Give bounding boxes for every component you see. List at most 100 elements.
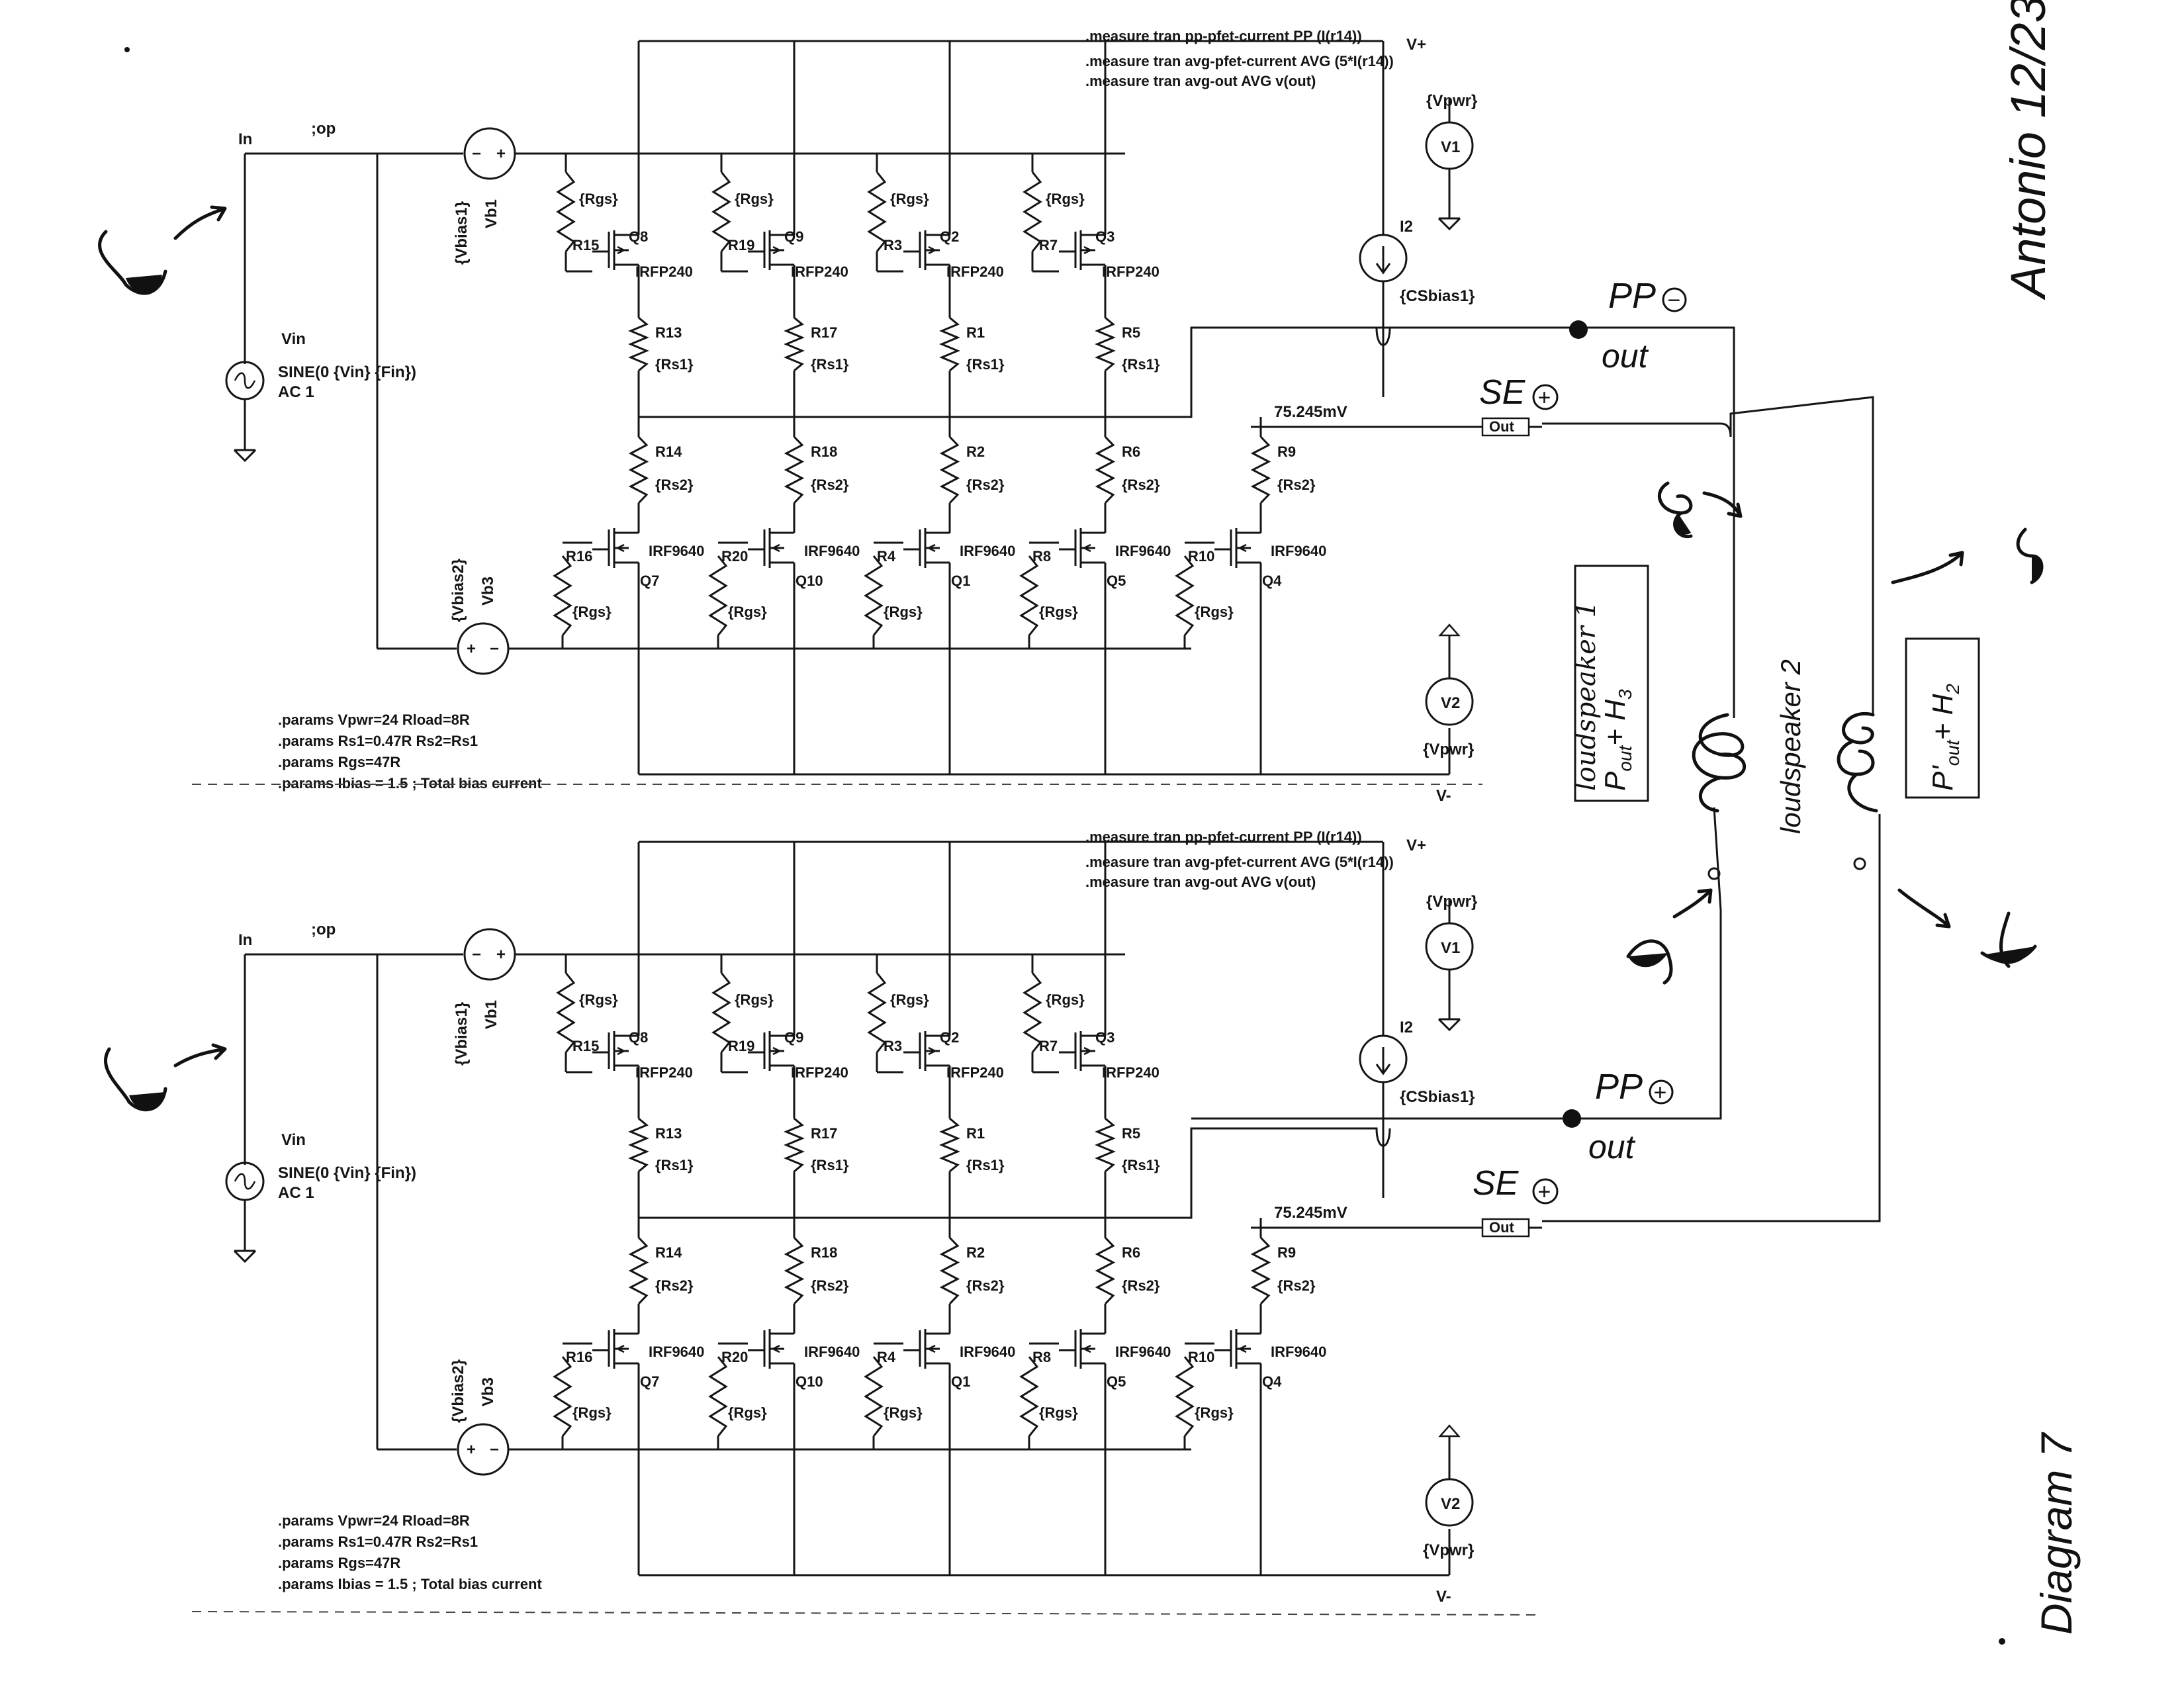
vb3-label: Vb3 [479, 1377, 497, 1406]
rgs-label: {Rgs} [572, 1404, 612, 1421]
diagram-label: Diagram 7 [2032, 1432, 2081, 1635]
pp-plus-node [1563, 1109, 1581, 1128]
p-mosfet [592, 1329, 629, 1369]
source-resistor [1250, 1236, 1271, 1305]
p-mosfet [748, 528, 784, 568]
part-label: IRF9640 [649, 1344, 704, 1360]
rs2-label: {Rs2} [966, 1277, 1005, 1294]
pp-bottom-label: PP [1595, 1067, 1643, 1107]
arrow-icon [1672, 888, 1713, 919]
fet-label: Q4 [1262, 1373, 1282, 1390]
p-mosfet [592, 528, 629, 568]
vb1-label: Vb1 [482, 199, 500, 228]
p-mosfet [1059, 528, 1095, 568]
separator-line [191, 1611, 1543, 1616]
box2-pout-h2-label: P'out+ H2 [1927, 684, 1963, 791]
arrow-icon [1891, 551, 1964, 584]
part-label: IRF9640 [649, 543, 704, 559]
measure-line-1: .measure tran pp-pfet-current PP (I(r14)… [1085, 28, 1362, 44]
rgs-label: {Rgs} [572, 604, 612, 620]
source-resistor [784, 1117, 805, 1173]
p-mosfet [903, 1329, 940, 1369]
minus-sign: − [490, 640, 499, 658]
part-label: IRFP240 [946, 1064, 1004, 1081]
arrow-mark [1082, 543, 1091, 553]
sine-icon [234, 1173, 256, 1190]
csbias-label: {CSbias1} [1400, 1088, 1475, 1106]
rs1-label: {Rs1} [811, 1157, 849, 1173]
part-label: IRFP240 [635, 263, 693, 280]
n-mosfet [1059, 1031, 1095, 1071]
p-mosfet [748, 1329, 784, 1369]
vbias2-source-icon [457, 1423, 510, 1476]
scan-dot [124, 47, 130, 52]
source-resistor [1095, 1236, 1116, 1305]
source-resistor [939, 316, 960, 372]
se-bottom-label: SE [1473, 1164, 1520, 1203]
source-resistor [939, 1236, 960, 1305]
vpwr-label: {Vpwr} [1423, 1541, 1474, 1559]
part-label: IRFP240 [1102, 1064, 1160, 1081]
arrow-icon [1438, 1424, 1461, 1438]
fet-label: Q8 [629, 228, 648, 245]
params-line-4: .params Ibias = 1.5 ; Total bias current [278, 1576, 542, 1592]
gate-resistor-label: R3 [884, 237, 902, 253]
vbias2-label: {Vbias2} [449, 559, 467, 622]
rs1-label: {Rs1} [1122, 1157, 1160, 1173]
gate-resistor-label: R10 [1188, 1349, 1214, 1365]
gate-resistor-label: R16 [566, 1349, 592, 1365]
fet-label: Q7 [640, 572, 659, 589]
arrow-icon [1375, 246, 1391, 275]
fet-label: Q2 [940, 1029, 959, 1046]
source-resistor-label: R13 [655, 324, 682, 341]
source-resistor-label: R13 [655, 1125, 682, 1142]
loudspeaker1-label-visible: loudspeaker 1 [1571, 601, 1602, 791]
gate-resistor-label: R10 [1188, 548, 1214, 565]
part-label: IRF9640 [1115, 543, 1171, 559]
n-mosfet [903, 230, 940, 270]
source-resistor [939, 1117, 960, 1173]
params-line-1: .params Vpwr=24 Rload=8R [278, 711, 470, 728]
minus-sign: − [472, 946, 481, 964]
part-label: IRF9640 [1115, 1344, 1171, 1360]
measure-line-2: .measure tran avg-pfet-current AVG (5*I(… [1085, 53, 1394, 69]
params-line-3: .params Rgs=47R [278, 754, 400, 770]
n-mosfet [592, 230, 629, 270]
waveform-icon [98, 230, 167, 295]
vminus-label: V- [1436, 1588, 1451, 1606]
arrow-mark [772, 246, 782, 255]
ground-icon [1437, 1006, 1461, 1032]
part-label: IRF9640 [1271, 1344, 1326, 1360]
gate-resistor [864, 1356, 884, 1437]
gate-resistor [708, 555, 728, 636]
part-label: IRF9640 [1271, 543, 1326, 559]
arrow-mark [772, 1046, 782, 1056]
vpwr-label: {Vpwr} [1423, 741, 1474, 758]
vin-label: Vin [281, 330, 306, 348]
arrow-mark [928, 1046, 937, 1056]
rgs-label: {Rgs} [1046, 191, 1085, 207]
gate-resistor-label: R7 [1039, 1038, 1058, 1054]
v2-label: V2 [1441, 1495, 1460, 1513]
gate-resistor [1175, 555, 1195, 636]
in-label: In [238, 130, 252, 148]
plus-sign: + [496, 946, 506, 964]
gate-resistor-label: R8 [1032, 548, 1051, 565]
source-resistor-label: R18 [811, 443, 837, 460]
sine-icon [234, 372, 256, 389]
n-mosfet [592, 1031, 629, 1071]
p-mosfet [1214, 1329, 1251, 1369]
rgs-label: {Rgs} [579, 191, 618, 207]
vin-label: Vin [281, 1131, 306, 1149]
gate-resistor [1019, 1356, 1039, 1437]
params-line-2: .params Rs1=0.47R Rs2=Rs1 [278, 733, 478, 749]
part-label: IRF9640 [960, 543, 1015, 559]
rs1-label: {Rs1} [1122, 356, 1160, 373]
fet-label: Q5 [1107, 572, 1126, 589]
fet-label: Q10 [796, 572, 823, 589]
source-resistor [628, 316, 649, 372]
plus-sign: + [467, 640, 476, 658]
gate-resistor [867, 171, 887, 252]
